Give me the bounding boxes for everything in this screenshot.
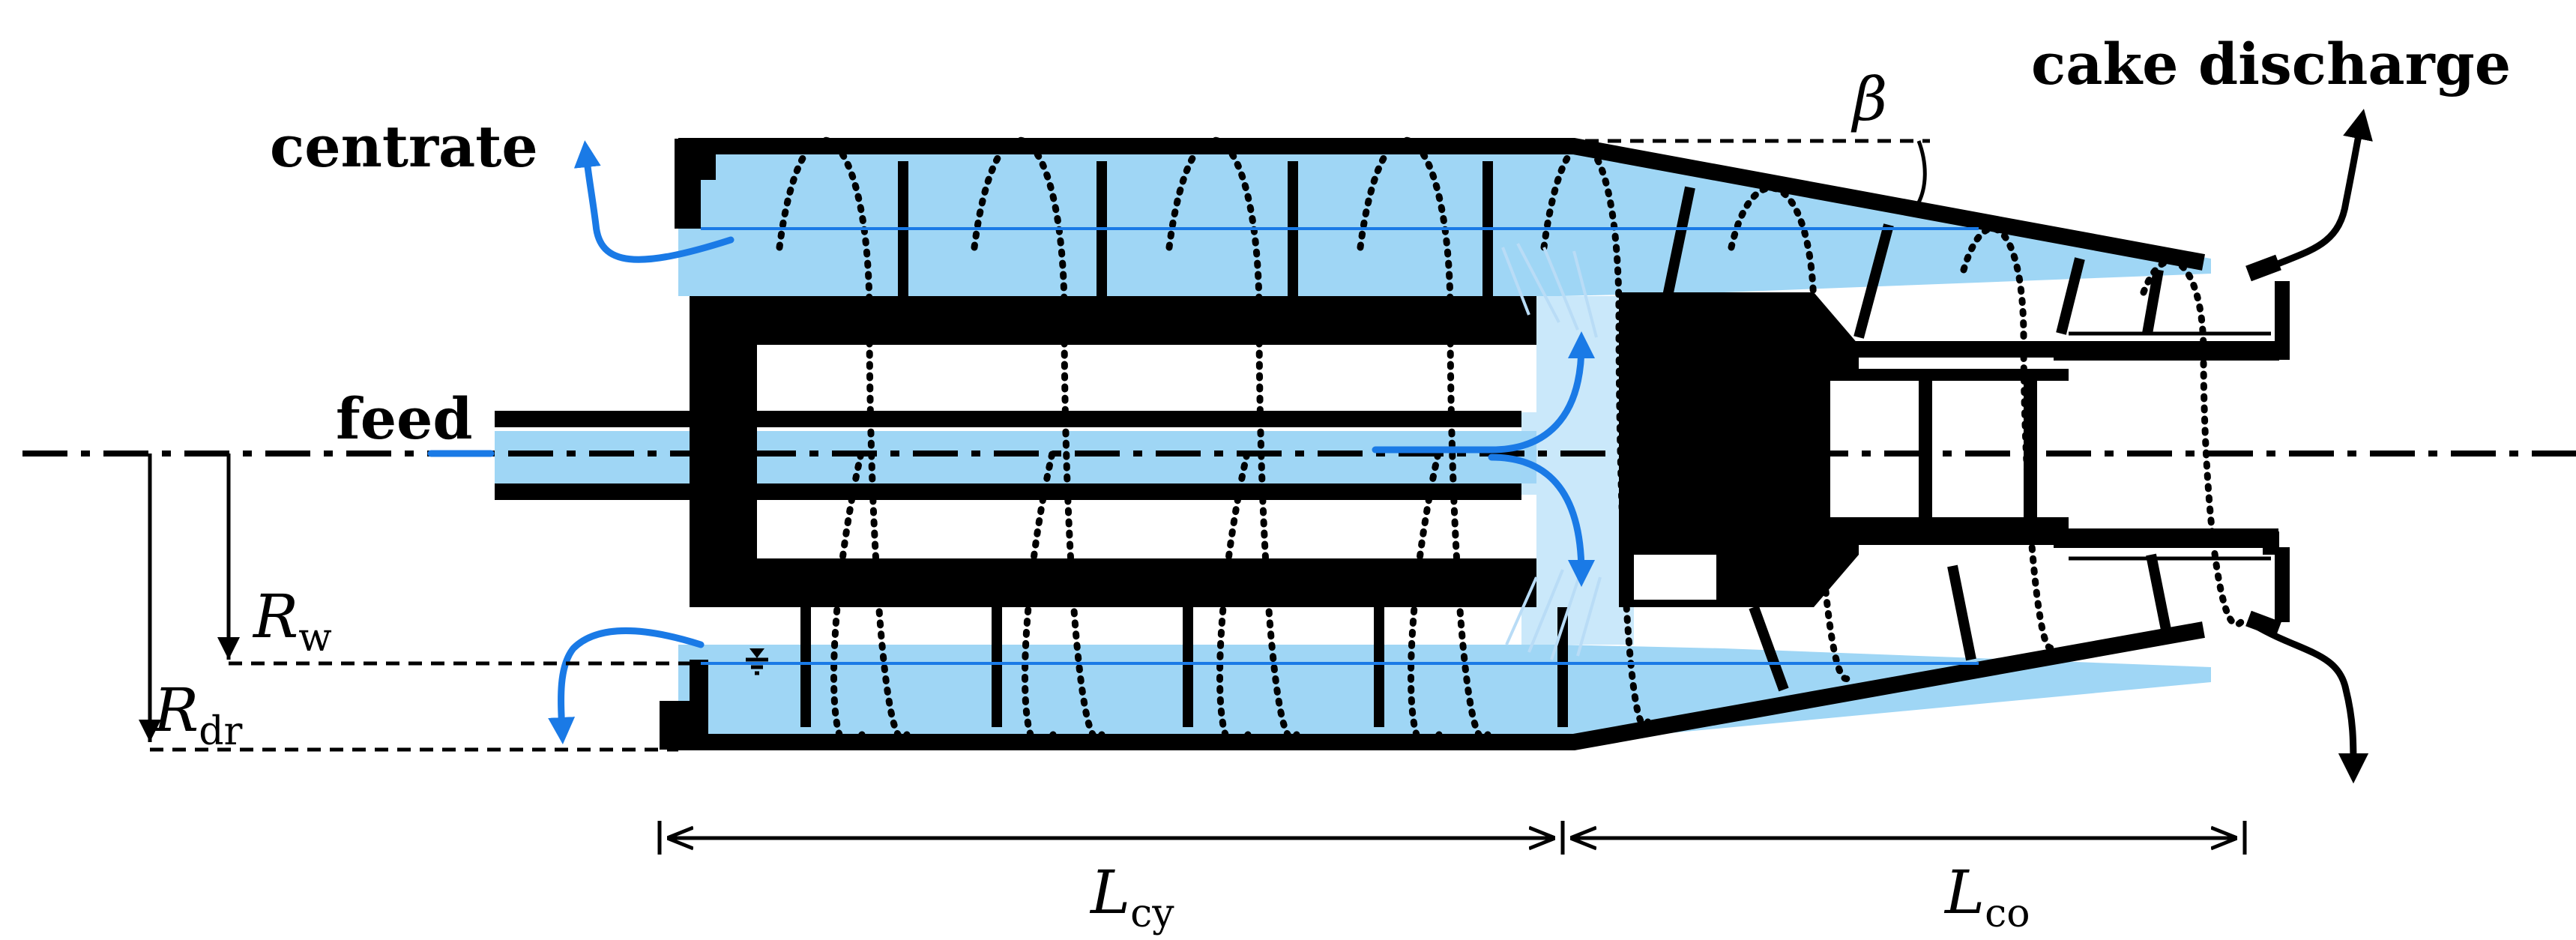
cake-upper-arrow: [2252, 109, 2373, 277]
scroll-hub: [495, 292, 2279, 607]
flow-arrows: [427, 140, 1595, 744]
label-beta: β: [1850, 64, 1887, 134]
helical-scroll: [776, 136, 2245, 750]
length-dimensions: [657, 821, 2247, 855]
cake-arrows: [2252, 109, 2373, 784]
label-centrate: centrate: [270, 113, 538, 180]
centrate-upper-arrow: [573, 140, 735, 263]
scroll-blades: [800, 161, 2171, 727]
cake-lower-arrow: [2252, 622, 2369, 784]
beta-annotation: [1585, 139, 1930, 204]
label-l-cy: Lcy: [1089, 858, 1174, 936]
label-cake-discharge: cake discharge: [2031, 31, 2511, 97]
label-r-dr: Rdr: [152, 675, 243, 754]
label-feed: feed: [336, 385, 473, 452]
feed-splash: [1501, 243, 1602, 660]
feed-distributor-arrow: [1372, 331, 1595, 454]
centrate-lower-arrow: [548, 627, 705, 744]
radius-dimensions: [139, 454, 768, 752]
labels: centrate cake discharge feed β Rw Rdr Lc…: [152, 31, 2511, 936]
label-r-w: Rw: [252, 582, 332, 660]
label-l-co: Lco: [1943, 858, 2030, 936]
liquid-level-lines: [701, 227, 1979, 665]
